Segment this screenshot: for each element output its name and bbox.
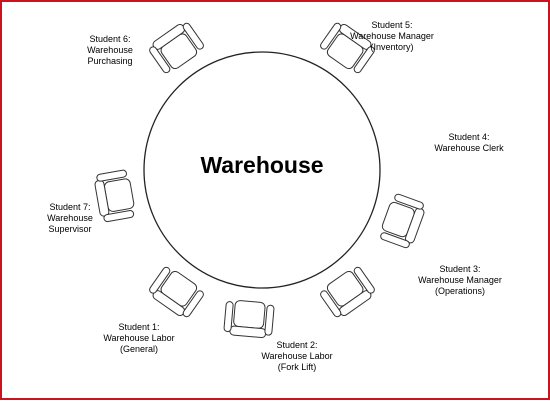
student-name: Student 3: xyxy=(439,264,481,274)
seat-label-student-1: Student 1: Warehouse Labor (General) xyxy=(84,322,194,355)
student-role-line: (Inventory) xyxy=(370,42,414,52)
student-name: Student 1: xyxy=(118,322,160,332)
chair-icon xyxy=(149,22,204,74)
chair-icon xyxy=(320,266,375,318)
seat-label-student-6: Student 6: Warehouse Purchasing xyxy=(60,34,160,67)
round-table xyxy=(143,51,381,289)
chair-icon xyxy=(223,300,275,339)
student-role-line: Warehouse Clerk xyxy=(434,143,504,153)
student-role-line: Warehouse Labor xyxy=(103,333,175,343)
student-role-line: Supervisor xyxy=(48,224,92,234)
student-name: Student 4: xyxy=(448,132,490,142)
seat-label-student-4: Student 4: Warehouse Clerk xyxy=(414,132,524,154)
chair-icon xyxy=(380,193,425,249)
chair-icon xyxy=(94,169,135,223)
seat-label-student-7: Student 7: Warehouse Supervisor xyxy=(20,202,120,235)
student-role-line: (General) xyxy=(119,344,158,354)
seat-label-student-2: Student 2: Warehouse Labor (Fork Lift) xyxy=(242,340,352,373)
student-role-line: Warehouse xyxy=(47,213,93,223)
chairs-group xyxy=(94,22,425,339)
student-role-line: Warehouse Manager xyxy=(418,275,502,285)
student-role-line: (Fork Lift) xyxy=(277,362,317,372)
student-role-line: (Operations) xyxy=(434,286,486,296)
chair-icon xyxy=(149,266,204,318)
chair-icon xyxy=(320,22,375,74)
table-title: Warehouse xyxy=(200,152,324,178)
student-role-line: Purchasing xyxy=(87,56,133,66)
seat-label-student-3: Student 3: Warehouse Manager (Operations… xyxy=(405,264,515,297)
seat-label-student-5: Student 5: Warehouse Manager (Inventory) xyxy=(337,20,447,53)
student-name: Student 7: xyxy=(49,202,91,212)
student-name: Student 2: xyxy=(276,340,318,350)
student-role-line: Warehouse Labor xyxy=(261,351,333,361)
student-name: Student 6: xyxy=(89,34,131,44)
student-name: Student 5: xyxy=(371,20,413,30)
student-role-line: Warehouse Manager xyxy=(350,31,434,41)
student-role-line: Warehouse xyxy=(87,45,133,55)
